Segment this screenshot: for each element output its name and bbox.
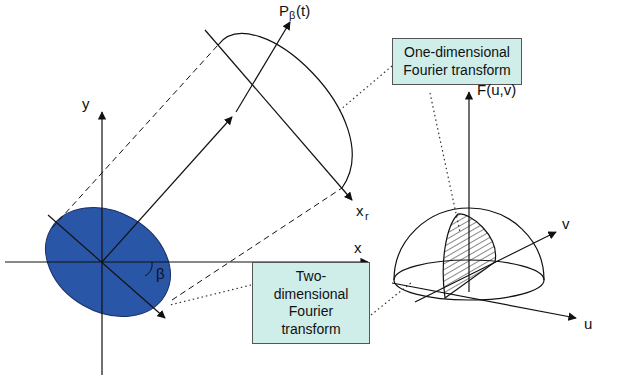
axis-label: v <box>562 216 570 231</box>
axis-label: x <box>354 240 362 255</box>
axis-label: y <box>82 96 90 111</box>
detector-axis <box>205 30 352 200</box>
leader-line <box>371 282 412 315</box>
rotated-axis <box>48 215 165 318</box>
axis-label: x <box>356 203 364 218</box>
axis-label: F(u,v) <box>477 82 516 97</box>
process-box: Two-dimensional Fourier transform <box>252 262 370 344</box>
projection-profile <box>218 33 352 188</box>
projection-axis <box>236 22 290 112</box>
process-box: One-dimensional Fourier transform <box>392 38 522 85</box>
axis-label: P <box>279 3 289 18</box>
axis-label: β <box>289 10 295 21</box>
axis-label: β <box>156 266 165 281</box>
u-axis <box>392 283 576 318</box>
angle-arc <box>145 262 152 276</box>
f-axis <box>468 92 469 292</box>
axis-label: (t) <box>296 3 310 18</box>
leader-line <box>340 66 392 110</box>
axis-label: r <box>365 211 369 222</box>
axis-label: u <box>584 316 592 331</box>
box-text: One-dimensional Fourier transform <box>399 44 515 79</box>
leader-line <box>170 285 251 305</box>
y-axis <box>101 112 102 375</box>
box-text: Two-dimensional Fourier transform <box>259 268 363 338</box>
projection-direction <box>102 117 232 262</box>
projection-ray <box>52 45 218 228</box>
